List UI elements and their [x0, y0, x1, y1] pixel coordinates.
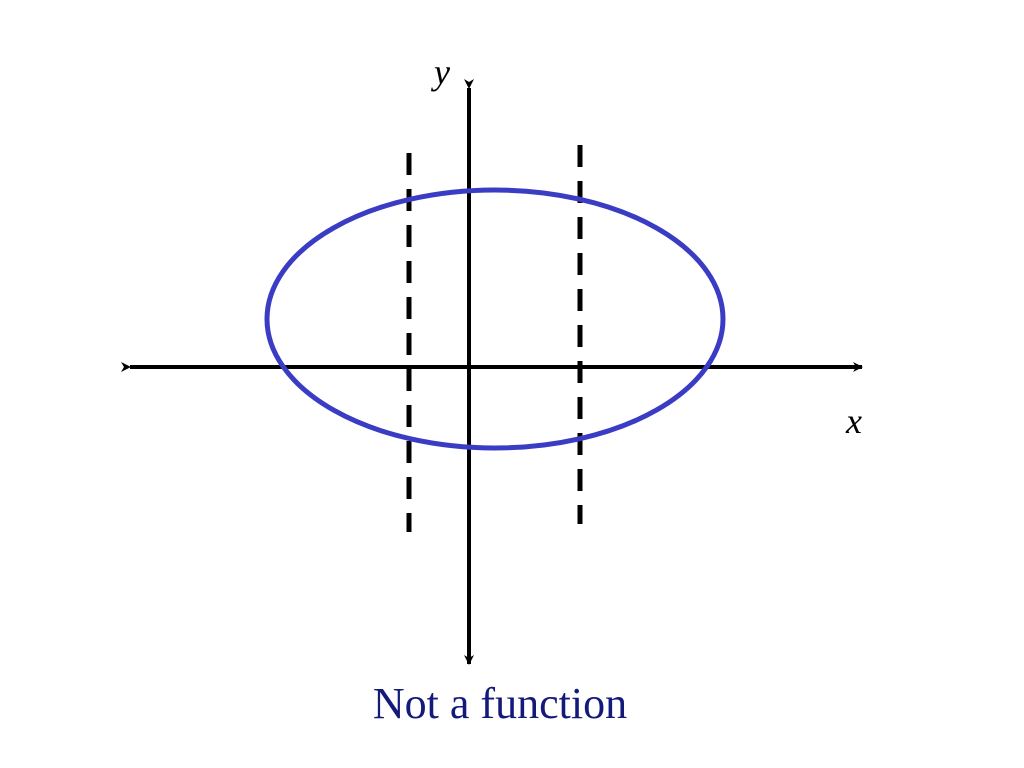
diagram-caption: Not a function: [372, 679, 628, 728]
x-axis-label: x: [845, 401, 862, 441]
ellipse-curve: [264, 187, 726, 451]
y-axis-label: y: [431, 52, 450, 92]
